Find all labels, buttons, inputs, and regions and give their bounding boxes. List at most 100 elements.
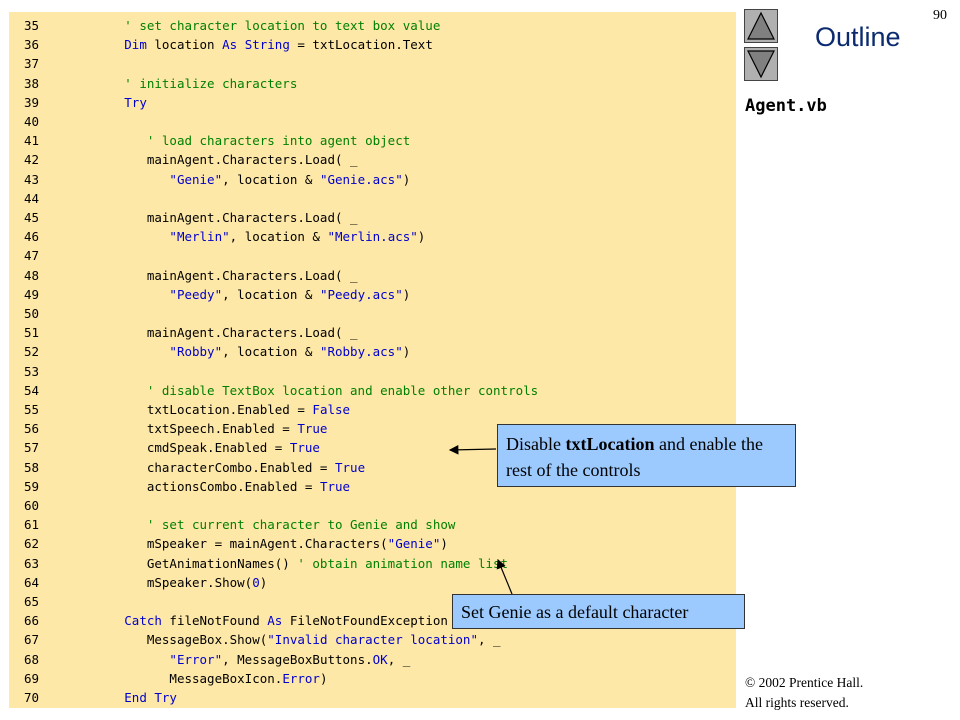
code-token: As [222,37,238,53]
code-line: 59 actionsCombo.Enabled = True [9,477,350,496]
line-number: 55 [23,402,39,417]
line-number: 49 [23,286,39,302]
code-token: mainAgent.Characters.Load( _ [146,210,358,225]
code-line: 63 GetAnimationNames() ' obtain animatio… [9,554,508,573]
line-number: 42 [23,152,39,168]
code-token: "Genie" [169,171,223,187]
code-line: 47 [9,246,49,265]
code-line: 42 mainAgent.Characters.Load( _ [9,150,358,169]
callout-disable-text-post: and enable the rest of the controls [506,434,763,480]
copyright-line-2: All rights reserved. [745,695,849,710]
line-number: 64 [23,574,39,590]
line-number: 47 [23,248,39,264]
code-token: mSpeaker.Show( [146,574,253,590]
line-number: 66 [23,613,39,629]
code-line: 43 "Genie", location & "Genie.acs") [9,170,410,189]
code-token: , _ [387,651,411,667]
next-slide-button[interactable] [744,47,778,81]
code-token: mainAgent.Characters.Load( _ [146,267,358,283]
code-line: 44 [9,189,49,208]
line-number: 37 [23,56,39,72]
code-token: "Genie.acs" [319,171,403,187]
line-number: 60 [23,498,39,513]
callout-disable-text-bold: txtLocation [565,434,655,454]
code-token: ) [259,574,268,590]
code-token: = txtLocation.Text [289,37,433,53]
code-token: , location & [222,344,320,360]
code-token: "Peedy.acs" [319,286,403,302]
code-line: 60 [9,496,49,515]
line-number: 67 [23,632,39,648]
code-token: MessageBoxIcon. [169,670,283,686]
line-number: 50 [23,306,39,321]
code-token: Try [124,94,147,110]
code-token: ' set character location to text box val… [124,18,441,33]
code-token: ) [440,536,448,552]
triangle-down-icon [747,50,775,79]
code-token: , MessageBoxButtons. [222,651,373,667]
code-token: ) [417,229,426,245]
code-token: ) [402,286,411,302]
code-token: Error [282,670,320,686]
code-line: 67 MessageBox.Show("Invalid character lo… [9,630,501,649]
line-number: 56 [23,421,39,437]
line-number: 51 [23,325,39,341]
code-token: txtLocation.Enabled = [146,402,313,417]
code-token: "Peedy" [169,286,223,302]
code-token: GetAnimationNames() [146,555,298,571]
code-line: 37 [9,54,49,73]
code-token: "Robby.acs" [319,344,403,360]
line-number: 48 [23,267,39,283]
code-line: 48 mainAgent.Characters.Load( _ [9,266,358,285]
code-token: , _ [477,632,501,648]
code-token: Try [154,690,177,705]
code-token: ' obtain animation name list [297,555,509,571]
line-number: 70 [23,690,39,705]
page-number: 90 [933,8,947,23]
code-line: 50 [9,304,49,323]
code-token: True [319,478,351,494]
code-token: mainAgent.Characters.Load( _ [146,325,358,341]
code-line: 70 End Try [9,688,177,707]
code-line: 58 characterCombo.Enabled = True [9,458,365,477]
line-number: 62 [23,536,39,552]
code-line: 54 ' disable TextBox location and enable… [9,381,538,400]
code-line: 38 ' initialize characters [9,74,297,93]
code-token: True [297,421,328,437]
code-token: ' load characters into agent object [146,133,411,149]
code-token: Catch [124,613,162,629]
code-token: txtSpeech.Enabled = [146,421,298,437]
code-line: 57 cmdSpeak.Enabled = True [9,438,320,457]
code-token: "Robby" [169,344,223,360]
code-line: 68 "Error", MessageBoxButtons.OK, _ [9,650,410,669]
code-line: 62 mSpeaker = mainAgent.Characters("Geni… [9,534,448,553]
code-token: cmdSpeak.Enabled = [146,440,290,456]
code-line: 46 "Merlin", location & "Merlin.acs") [9,227,425,246]
code-token: FileNotFoundException [282,613,448,629]
line-number: 40 [23,114,39,129]
code-line: 45 mainAgent.Characters.Load( _ [9,208,358,227]
line-number: 52 [23,344,39,360]
code-token: ' set current character to Genie and sho… [146,517,456,533]
line-number: 57 [23,440,39,456]
code-token: ) [402,171,411,187]
copyright-line-1: © 2002 Prentice Hall. [745,675,864,690]
arrow-to-line-62 [496,558,513,595]
code-token: actionsCombo.Enabled = [146,478,320,494]
line-number: 61 [23,517,39,533]
code-token: String [244,37,290,53]
line-number: 41 [23,133,39,149]
line-number: 69 [23,670,39,686]
code-line: 39 Try [9,93,147,112]
line-number: 39 [23,94,39,110]
callout-default-character: Set Genie as a default character [452,594,745,629]
code-token: 0 [252,574,260,590]
code-token: OK [372,651,388,667]
code-line: 49 "Peedy", location & "Peedy.acs") [9,285,410,304]
code-token: , location & [222,286,320,302]
previous-slide-button[interactable] [744,9,778,43]
code-line: 55 txtLocation.Enabled = False [9,400,350,419]
code-token: MessageBox.Show( [146,632,268,648]
code-token: ' disable TextBox location and enable ot… [146,382,539,398]
